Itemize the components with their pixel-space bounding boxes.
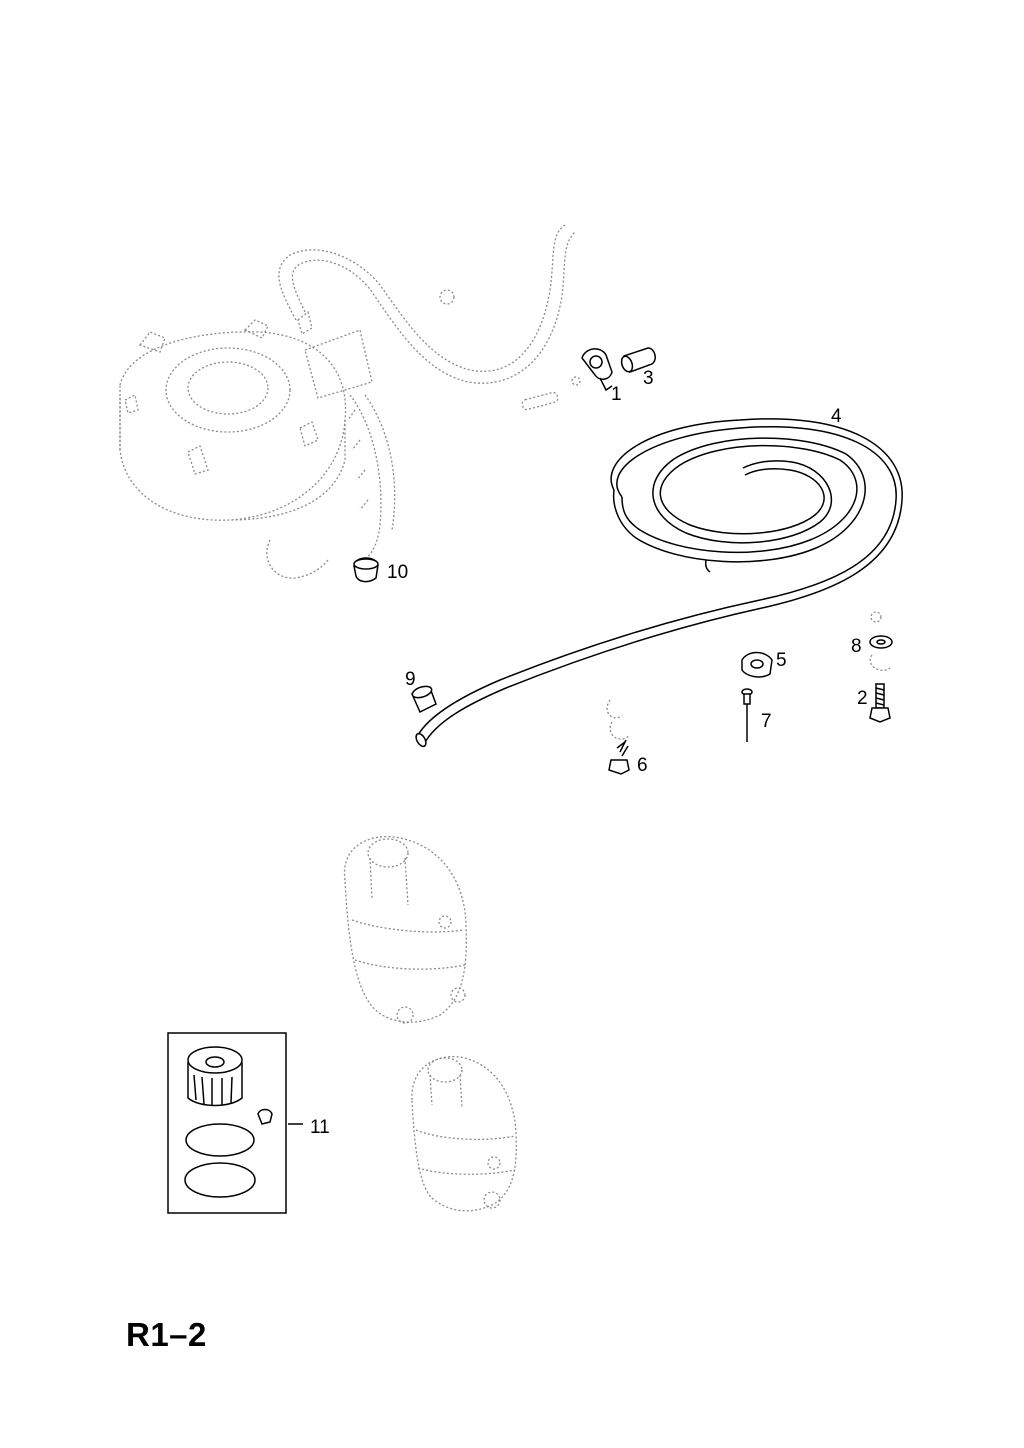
callout-2: 2 (857, 688, 868, 709)
part-6-screw (608, 739, 630, 775)
part-11-filter-kit (167, 1032, 303, 1214)
part-4-fuel-line (415, 418, 903, 748)
callout-6: 6 (637, 755, 648, 776)
part-9-grommet (410, 685, 437, 714)
callout-1: 1 (611, 384, 622, 405)
part-2-bolt (869, 683, 891, 723)
callout-3: 3 (643, 368, 654, 389)
nut-ghost-near-8 (869, 611, 891, 671)
callout-4: 4 (831, 406, 842, 427)
bolt-ghost-near-1 (521, 376, 581, 411)
callout-5: 5 (776, 650, 787, 671)
callout-9: 9 (405, 669, 416, 690)
callout-8: 8 (851, 636, 862, 657)
part-3-sleeve (620, 347, 656, 373)
callout-7: 7 (761, 711, 772, 732)
filter-housing-ghost (411, 1056, 517, 1212)
callout-11: 11 (310, 1117, 330, 1138)
part-8-washer (869, 635, 893, 649)
part-1-clip (581, 348, 613, 392)
part-7-rivet (741, 688, 753, 742)
filler-pipe-ghost (266, 224, 576, 579)
part-5-clamp (741, 651, 773, 678)
pump-housing-ghost (343, 836, 467, 1024)
callout-10: 10 (387, 562, 408, 583)
part-10-cap (353, 557, 379, 583)
clip-ghost-near-6 (606, 699, 631, 740)
fuel-tank-ghost (119, 319, 347, 521)
page-code: R1–2 (126, 1316, 207, 1353)
